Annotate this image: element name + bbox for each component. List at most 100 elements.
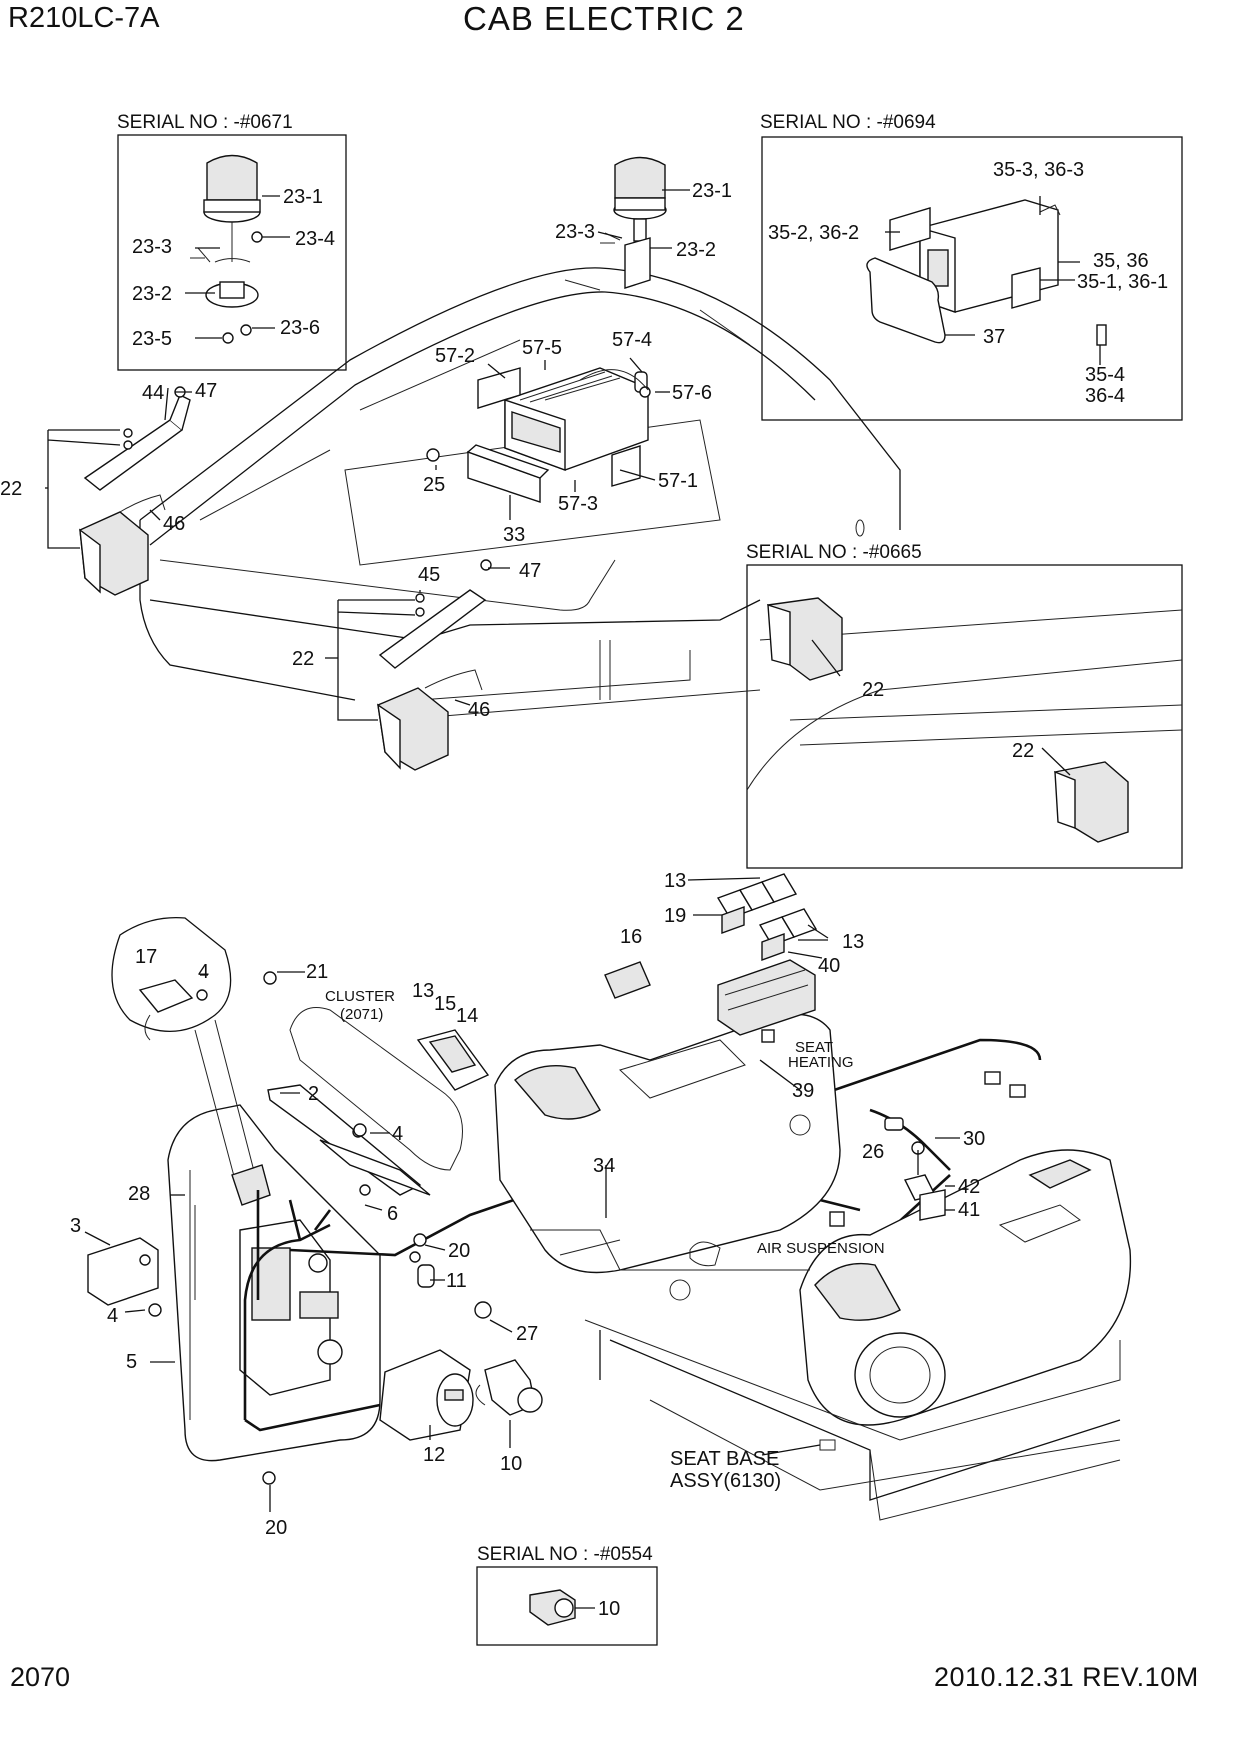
serial-lamp: SERIAL NO : -#0665 [746,542,922,563]
part-labels: 23-1 23-3 23-4 23-2 23-5 23-6 23-1 23-3 … [0,159,1168,1620]
inset-radio: SERIAL NO : -#0694 [760,112,1183,421]
label-28: 28 [128,1183,150,1205]
seat-base [530,1114,1121,1521]
label-23-2: 23-2 [132,283,172,305]
small-hardware [262,1029,1026,1485]
label-10a: 10 [500,1453,522,1475]
label-57-6: 57-6 [672,382,712,404]
label-57-2: 57-2 [435,345,475,367]
label-16: 16 [620,926,642,948]
label-13c: 13 [412,980,434,1002]
label-36-4: 36-4 [1085,385,1125,407]
model-name: R210LC-7A [8,2,160,34]
label-3: 3 [70,1215,81,1237]
inset-lighter: SERIAL NO : -#0554 [476,1544,658,1646]
label-23-2b: 23-2 [676,239,716,261]
label-17: 17 [135,946,157,968]
bracket-3 [87,1237,162,1317]
label-35-3: 35-3, 36-3 [993,159,1084,181]
label-13b: 13 [842,931,864,953]
leader-lines [45,189,1101,1609]
label-34: 34 [593,1155,615,1177]
cluster-label: CLUSTER [325,988,395,1005]
label-2: 2 [308,1083,319,1105]
label-15: 15 [434,993,456,1015]
label-46b: 46 [468,699,490,721]
label-27: 27 [516,1323,538,1345]
label-35-4: 35-4 [1085,364,1125,386]
page-number: 2070 [10,1662,71,1692]
label-12: 12 [423,1444,445,1466]
seat-heating-2: HEATING [788,1054,854,1071]
label-23-6: 23-6 [280,317,320,339]
label-4b: 4 [392,1123,403,1145]
label-4c: 4 [107,1305,118,1327]
inset-lamp: SERIAL NO : -#0665 [746,542,1183,869]
label-44: 44 [142,382,164,404]
label-23-1b: 23-1 [692,180,732,202]
label-57-3: 57-3 [558,493,598,515]
label-47: 47 [195,380,217,402]
label-57-5: 57-5 [522,337,562,359]
label-22d: 22 [1012,740,1034,762]
seat-base-2: ASSY(6130) [670,1470,781,1492]
seat-base-1: SEAT BASE [670,1448,779,1470]
label-46: 46 [163,513,185,535]
label-22b: 22 [292,648,314,670]
label-42: 42 [958,1176,980,1198]
label-4a: 4 [198,961,209,983]
label-57-1: 57-1 [658,470,698,492]
label-25: 25 [423,474,445,496]
label-13a: 13 [664,870,686,892]
label-35: 35, 36 [1093,250,1149,272]
label-19: 19 [664,905,686,927]
label-21: 21 [306,961,328,983]
label-6: 6 [387,1203,398,1225]
label-22: 22 [0,478,22,500]
label-20a: 20 [448,1240,470,1262]
label-23-4: 23-4 [295,228,335,250]
cab-roof [139,267,901,721]
label-33: 33 [503,524,525,546]
label-5: 5 [126,1351,137,1373]
label-39: 39 [792,1080,814,1102]
air-suspension-label: AIR SUSPENSION [757,1240,885,1257]
cluster-switches [416,1029,490,1091]
cluster-ref: (2071) [340,1006,383,1023]
label-57-4: 57-4 [612,329,652,351]
serial-radio: SERIAL NO : -#0694 [760,112,936,133]
serial-lighter: SERIAL NO : -#0554 [477,1544,653,1565]
rocker-switches [604,873,818,999]
label-20b: 20 [265,1517,287,1539]
cigar-lighter [475,1359,543,1416]
label-22c: 22 [862,679,884,701]
label-45: 45 [418,564,440,586]
label-37: 37 [983,326,1005,348]
label-23-3b: 23-3 [555,221,595,243]
label-26: 26 [862,1141,884,1163]
inset-beacon: SERIAL NO : -#0671 [117,112,347,371]
revision-date: 2010.12.31 REV.10M [934,1662,1199,1692]
page-title: CAB ELECTRIC 2 [463,0,745,37]
serial-beacon: SERIAL NO : -#0671 [117,112,293,133]
work-lamp-left [47,386,191,596]
beacon-roof [600,156,667,289]
label-23-3: 23-3 [132,236,172,258]
right-console [799,1149,1132,1426]
label-11: 11 [446,1270,467,1292]
relay-callout [111,916,271,1206]
label-41: 41 [958,1199,980,1221]
label-47b: 47 [519,560,541,582]
seat-heating-1: SEAT [795,1039,833,1056]
label-10b: 10 [598,1598,620,1620]
label-14: 14 [456,1005,478,1027]
label-30: 30 [963,1128,985,1150]
label-40: 40 [818,955,840,977]
label-35-2: 35-2, 36-2 [768,222,859,244]
left-console [167,1104,381,1462]
cluster-panel [263,971,463,1196]
label-35-1: 35-1, 36-1 [1077,271,1168,293]
center-console [494,959,841,1274]
label-23-5: 23-5 [132,328,172,350]
